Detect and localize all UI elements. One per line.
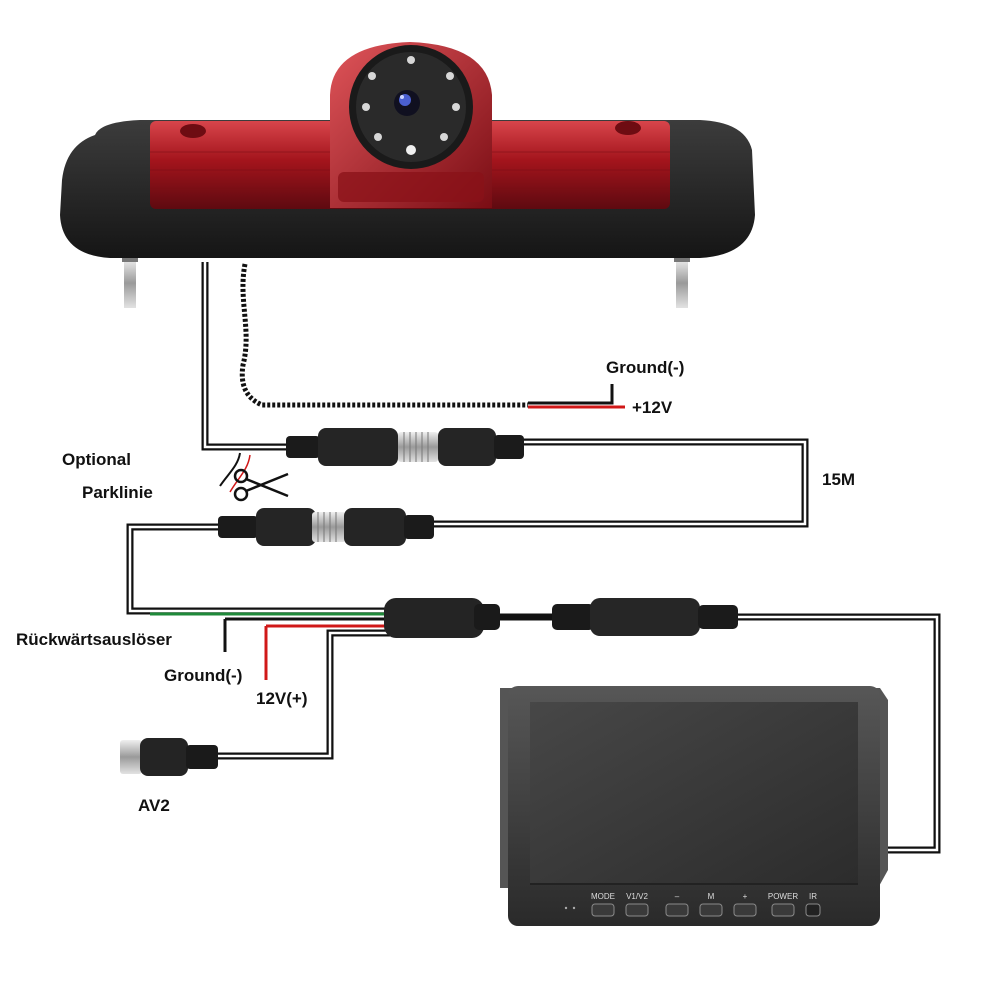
camera-power-cable <box>239 263 528 408</box>
power-button[interactable] <box>771 903 795 917</box>
parkline-wire <box>219 452 241 487</box>
menu-label: M <box>708 892 715 901</box>
ir-label: IR <box>809 892 817 901</box>
v1v2-label: V1/V2 <box>626 892 648 901</box>
monitor-connector <box>552 598 738 636</box>
av2-label: AV2 <box>138 796 170 815</box>
cable-network <box>126 262 941 854</box>
v1v2-button[interactable] <box>625 903 649 917</box>
mode-button[interactable] <box>591 903 615 917</box>
camera-video-cable <box>201 262 292 451</box>
monitor-buttons <box>564 903 821 917</box>
ground-top-label: Ground(-) <box>606 358 685 377</box>
ground-wire <box>528 384 614 405</box>
cable-splitter <box>384 598 500 638</box>
menu-button[interactable] <box>699 903 723 917</box>
ir-led-ring <box>362 56 460 155</box>
reverse-trigger-wire <box>223 617 390 652</box>
red-12v-wire <box>264 624 390 680</box>
minus-button[interactable] <box>665 903 689 917</box>
connector-pair-middle <box>218 508 434 546</box>
optional-label: Optional <box>62 450 131 469</box>
scissors-icon <box>233 468 289 502</box>
monitor: MODE V1/V2 – M + POWER IR <box>500 686 888 926</box>
ground-bottom-label: Ground(-) <box>164 666 243 685</box>
mounting-stud-right <box>674 256 690 308</box>
connector-pair-top <box>286 428 524 466</box>
parklinie-label: Parklinie <box>82 483 153 502</box>
mounting-stud-left <box>122 256 138 308</box>
cable-length-label: 15M <box>822 470 856 489</box>
reverse-trigger-label: Rückwärtsauslöser <box>16 630 172 649</box>
v12-plus-label: 12V(+) <box>256 689 308 708</box>
plus12v-label: +12V <box>632 398 673 417</box>
ir-sensor <box>805 903 821 917</box>
power-label: POWER <box>768 892 798 901</box>
brake-light-camera <box>60 42 755 308</box>
mode-label: MODE <box>591 892 615 901</box>
minus-label: – <box>675 892 680 901</box>
plus-label: + <box>743 892 748 901</box>
plus-button[interactable] <box>733 903 757 917</box>
monitor-button-labels: MODE V1/V2 – M + POWER IR <box>591 892 817 901</box>
monitor-screen <box>530 702 858 884</box>
av2-connector <box>120 738 218 776</box>
